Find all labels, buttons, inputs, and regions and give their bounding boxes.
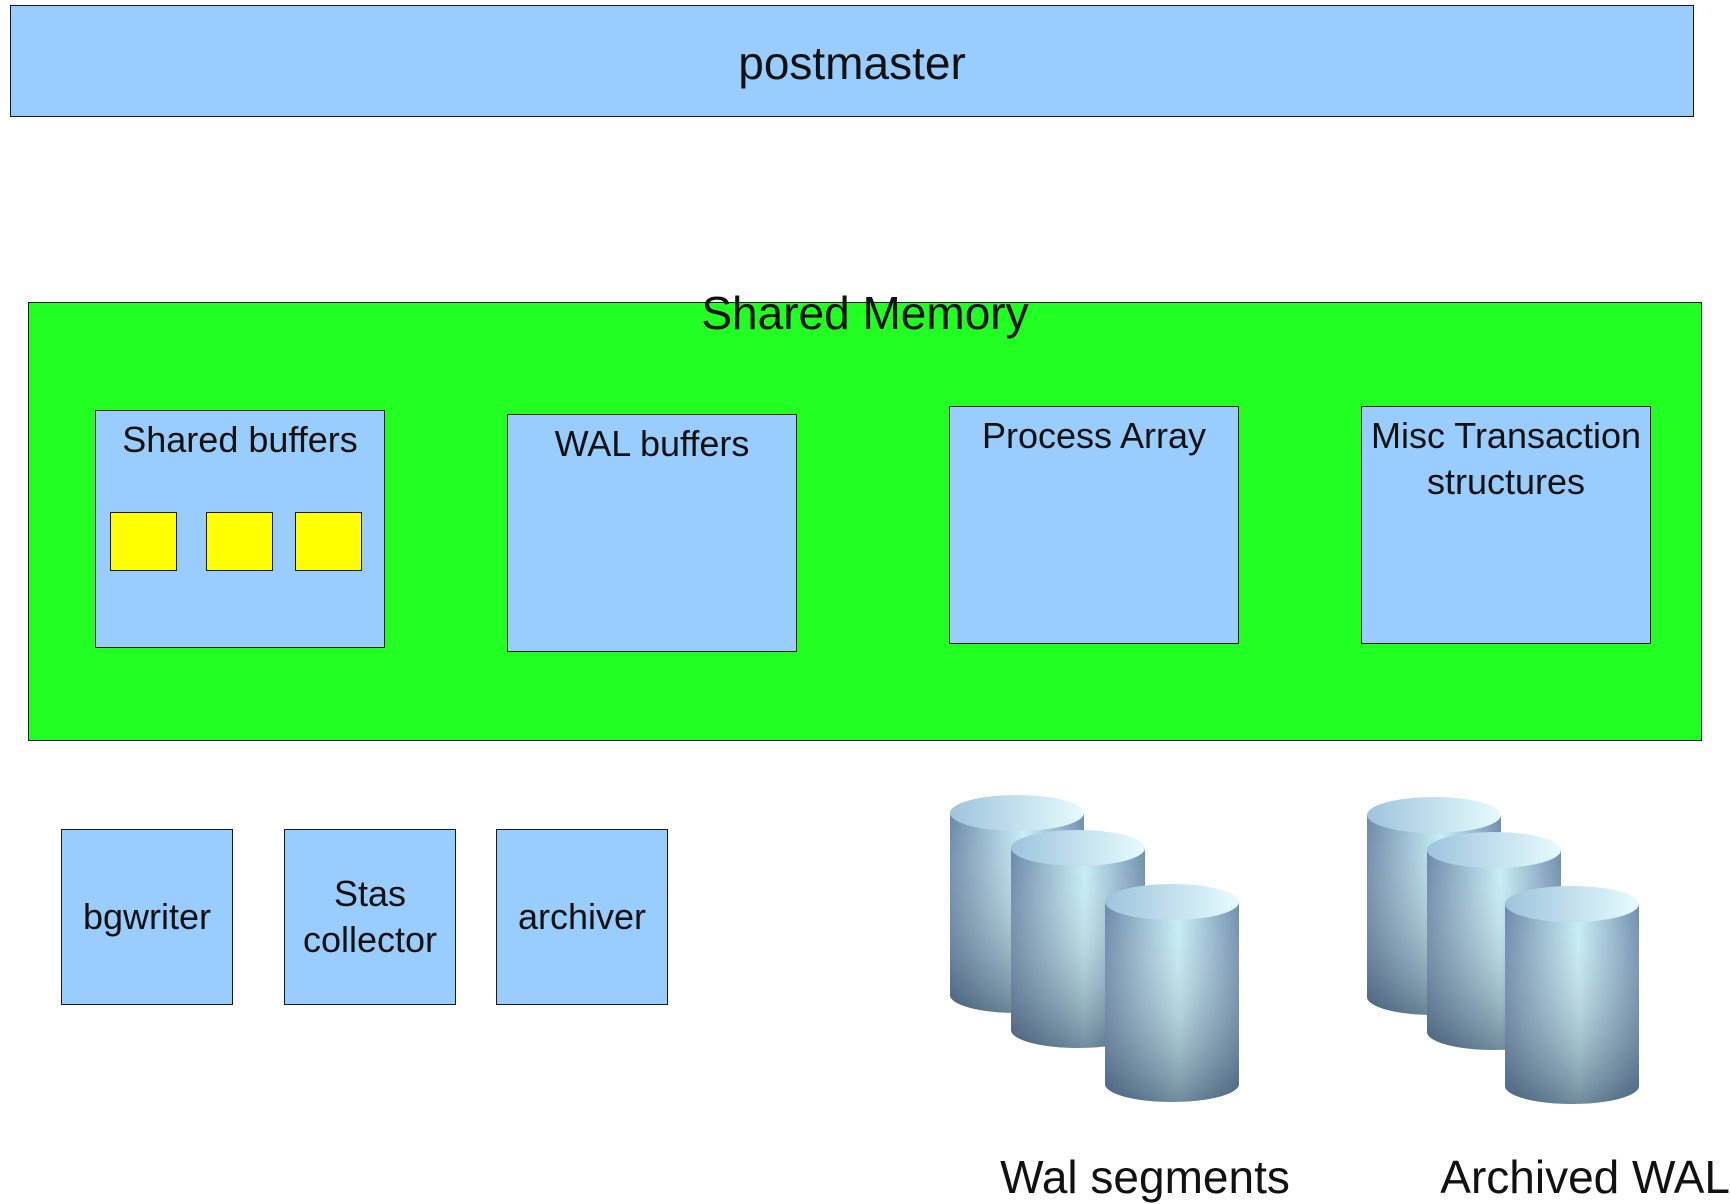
archived-wal-label: Archived WAL <box>1440 1151 1730 1203</box>
process-array-label: Process Array <box>981 415 1207 456</box>
postmaster-box: postmaster <box>10 5 1694 117</box>
wal-buffers-box: WAL buffers <box>507 414 797 652</box>
shared-buffers-box: Shared buffers <box>95 410 385 648</box>
misc-transaction-box: Misc Transaction structures <box>1361 406 1651 644</box>
buffer-page <box>295 512 362 571</box>
wal-segments-label: Wal segments <box>1000 1151 1290 1203</box>
archived-wal-cylinder-icon <box>1505 886 1639 1104</box>
shared-memory-title: Shared Memory <box>701 287 1029 339</box>
archiver-box: archiver <box>496 829 668 1005</box>
bgwriter-box: bgwriter <box>61 829 233 1005</box>
stats-collector-label-line2: collector <box>302 919 438 960</box>
stats-collector-label: Stas collector <box>303 871 437 963</box>
buffer-page <box>206 512 273 571</box>
archiver-label: archiver <box>517 896 647 937</box>
shared-buffers-label: Shared buffers <box>122 419 358 460</box>
misc-transaction-label-line1: Misc Transaction <box>1370 415 1642 456</box>
misc-transaction-label-line2: structures <box>1426 461 1586 502</box>
process-array-box: Process Array <box>949 406 1239 644</box>
bgwriter-label: bgwriter <box>82 896 212 937</box>
buffer-page <box>110 512 177 571</box>
postmaster-label: postmaster <box>738 37 966 89</box>
wal-segment-cylinder-icon <box>1105 884 1239 1102</box>
wal-buffers-label: WAL buffers <box>554 423 750 464</box>
stats-collector-box: Stas collector <box>284 829 456 1005</box>
stats-collector-label-line1: Stas <box>333 873 407 914</box>
misc-transaction-label: Misc Transaction structures <box>1362 413 1650 505</box>
